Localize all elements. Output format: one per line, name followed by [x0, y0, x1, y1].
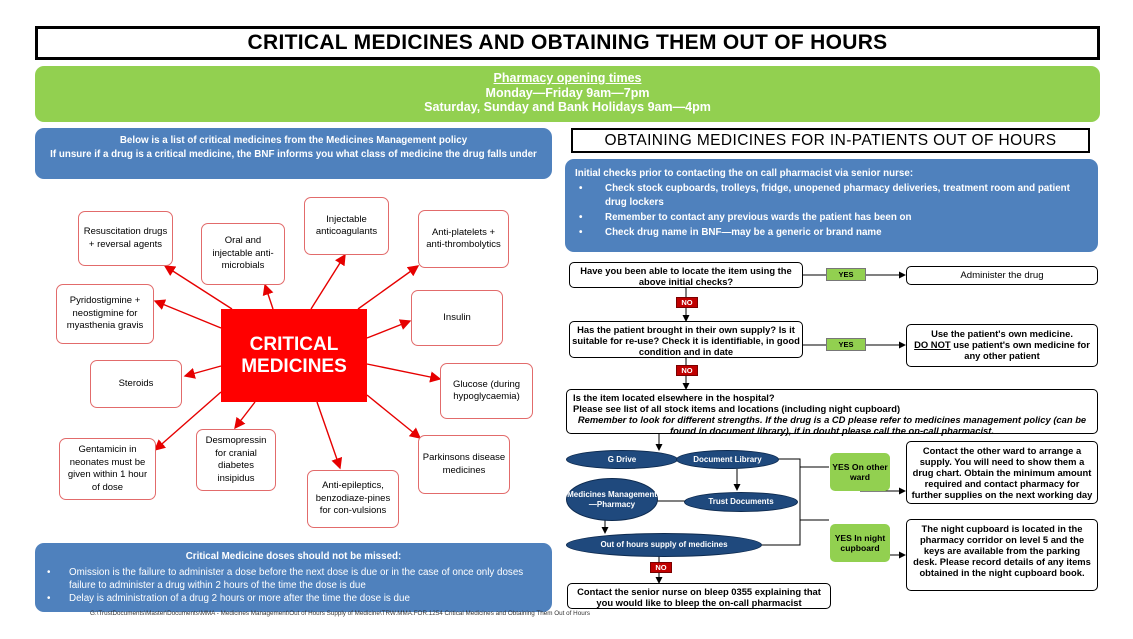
initial-checks-heading: Initial checks prior to contacting the o…: [575, 168, 914, 179]
own-medicine-box: Use the patient's own medicine. DO NOT u…: [906, 324, 1098, 367]
node-anticoagulants: Injectable anticoagulants: [304, 197, 389, 255]
arrow-steroids: [183, 365, 222, 379]
administer-drug-box: Administer the drug: [906, 266, 1098, 285]
initial-check-item: Check stock cupboards, trolleys, fridge,…: [575, 182, 1088, 210]
night-cupboard-box: The night cupboard is located in the pha…: [906, 519, 1098, 591]
arrow-antiplatelets: [357, 265, 420, 310]
yes-other-ward: YES On other ward: [830, 453, 890, 491]
do-not-emphasis: DO NOT: [914, 339, 951, 350]
flow-question-elsewhere: Is the item located elsewhere in the hos…: [566, 389, 1098, 436]
arrow-glucose: [366, 363, 442, 383]
arrow-desmopressin: [234, 401, 256, 430]
critical-medicines-mindmap: CRITICAL MEDICINES Resuscitation drugs +…: [35, 188, 555, 533]
node-resuscitation: Resuscitation drugs + reversal agents: [78, 211, 173, 266]
yes-night-cupboard: YES In night cupboard: [830, 524, 890, 562]
node-glucose: Glucose (during hypoglycaemia): [440, 363, 533, 419]
initial-check-item: Check drug name in BNF—may be a generic …: [575, 226, 1088, 240]
critical-intro-line1: Below is a list of critical medicines fr…: [119, 135, 468, 146]
medicines-management-oval: Medicines Management —Pharmacy: [566, 478, 658, 521]
arrow-insulin: [366, 319, 412, 339]
g-drive-oval: G Drive: [566, 450, 678, 469]
page-title-bar: CRITICAL MEDICINES AND OBTAINING THEM OU…: [35, 26, 1100, 60]
own-medicine-line1: Use the patient's own medicine.: [931, 328, 1073, 339]
missed-doses-heading: Critical Medicine doses should not be mi…: [185, 551, 402, 562]
arrow-resuscitation: [163, 265, 233, 310]
node-antimicrobials: Oral and injectable anti-microbials: [201, 223, 285, 285]
no-tag: NO: [676, 365, 698, 376]
node-parkinsons: Parkinsons disease medicines: [418, 435, 510, 494]
trust-documents-oval: Trust Documents: [684, 492, 798, 512]
node-steroids: Steroids: [90, 360, 182, 408]
missed-doses-delay: Delay is administration of a drug 2 hour…: [45, 592, 542, 605]
no-tag: NO: [650, 562, 672, 573]
arrow-anticoagulants: [310, 253, 346, 310]
opening-times-heading: Pharmacy opening times: [493, 71, 642, 85]
node-antiplatelets: Anti-platelets + anti-thrombolytics: [418, 210, 509, 268]
critical-intro-line2: If unsure if a drug is a critical medici…: [50, 149, 537, 160]
elsewhere-line1: Is the item located elsewhere in the hos…: [573, 392, 775, 403]
contact-senior-nurse-box: Contact the senior nurse on bleep 0355 e…: [567, 583, 831, 609]
mindmap-arrows: [153, 253, 442, 470]
arrow-antimicrobials: [262, 283, 274, 310]
opening-times-banner: Pharmacy opening times Monday—Friday 9am…: [35, 66, 1100, 122]
flow-question-own-supply: Has the patient brought in their own sup…: [569, 321, 803, 358]
initial-checks-panel: Initial checks prior to contacting the o…: [565, 159, 1098, 252]
arrow-gentamicin: [153, 391, 222, 451]
node-desmopressin: Desmopressin for cranial diabetes insipi…: [196, 429, 276, 491]
opening-times-weekend: Saturday, Sunday and Bank Holidays 9am—4…: [424, 100, 711, 114]
page-title: CRITICAL MEDICINES AND OBTAINING THEM OU…: [247, 31, 888, 54]
opening-times-weekday: Monday—Friday 9am—7pm: [485, 85, 650, 100]
node-pyridostigmine: Pyridostigmine + neostigmine for myasthe…: [56, 284, 154, 344]
arrow-pyridostigmine: [153, 299, 222, 329]
elsewhere-line3: Remember to look for different strengths…: [577, 414, 1087, 436]
critical-medicines-center: CRITICAL MEDICINES: [221, 309, 367, 402]
initial-check-item: Remember to contact any previous wards t…: [575, 211, 1088, 225]
node-insulin: Insulin: [411, 290, 503, 346]
arrow-antiepileptics: [316, 401, 343, 470]
critical-medicines-intro: Below is a list of critical medicines fr…: [35, 128, 552, 179]
other-ward-box: Contact the other ward to arrange a supp…: [906, 441, 1098, 504]
own-medicine-line2: DO NOT use patient's own medicine for an…: [907, 339, 1097, 361]
initial-checks-list: Check stock cupboards, trolleys, fridge,…: [575, 182, 1088, 240]
elsewhere-line2: Please see list of all stock items and l…: [573, 403, 901, 414]
own-medicine-rest: use patient's own medicine for any other…: [950, 339, 1090, 361]
out-of-hours-title: OBTAINING MEDICINES FOR IN-PATIENTS OUT …: [571, 128, 1090, 153]
missed-doses-panel: Critical Medicine doses should not be mi…: [35, 543, 552, 612]
ooh-supply-oval: Out of hours supply of medicines: [566, 533, 762, 557]
flow-question-locate: Have you been able to locate the item us…: [569, 262, 803, 288]
missed-doses-omission: Omission is the failure to administer a …: [45, 566, 542, 592]
document-path: G:\TrustDocuments\Master\Documents\MMA -…: [90, 610, 590, 617]
out-of-hours-title-text: OBTAINING MEDICINES FOR IN-PATIENTS OUT …: [604, 131, 1057, 149]
yes-tag: YES: [826, 338, 866, 351]
node-antiepileptics: Anti-epileptics, benzodiaze-pines for co…: [307, 470, 399, 528]
node-gentamicin: Gentamicin in neonates must be given wit…: [59, 438, 156, 500]
no-tag: NO: [676, 297, 698, 308]
missed-doses-list: Omission is the failure to administer a …: [45, 566, 542, 605]
yes-tag: YES: [826, 268, 866, 281]
document-library-oval: Document Library: [676, 450, 779, 469]
arrow-parkinsons: [366, 394, 422, 439]
